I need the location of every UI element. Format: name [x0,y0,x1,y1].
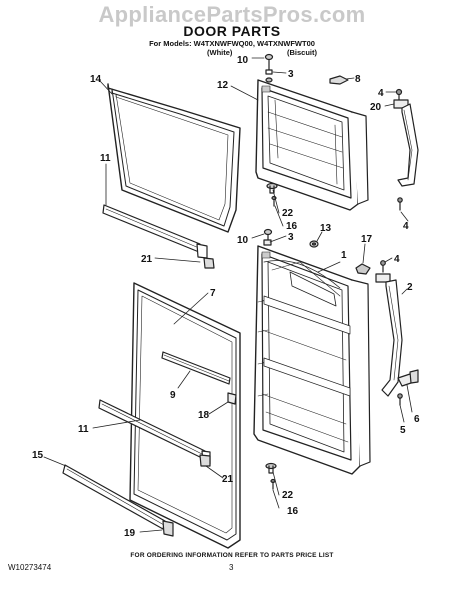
callout-22-top: 22 [282,208,294,219]
freezer-door-gasket [107,83,241,233]
callout-18: 18 [198,410,210,421]
bottom-door-rail [62,464,166,530]
hinge-screw-top [264,53,274,75]
callout-8: 8 [355,74,361,85]
end-cap-top [203,257,215,269]
rail-clip-18 [227,392,237,405]
door-stop [355,263,371,275]
door-rail-center [161,351,231,385]
page-number: 3 [229,563,234,572]
handle-bracket-fresh-top [375,273,391,283]
color-biscuit-label: (Biscuit) [287,48,317,57]
callout-13: 13 [320,223,332,234]
screw-handle-bottom [397,197,403,211]
leader-lines [43,57,413,533]
fresh-food-door-gasket [129,282,241,549]
end-cap-low [199,454,211,467]
callout-4-top: 4 [378,88,384,99]
callout-3-mid: 3 [288,232,294,243]
callout-10-mid: 10 [237,235,249,246]
freezer-shelf-rail [102,204,201,253]
callout-17: 17 [361,234,373,245]
callout-11-low: 11 [78,424,89,435]
callout-19: 19 [124,528,136,539]
callout-15: 15 [32,450,44,461]
screw-fresh-handle-bottom [397,393,403,406]
callout-20: 20 [370,102,382,113]
screw-fresh-bottom [270,478,276,490]
callout-1: 1 [341,250,347,261]
handle-badge [329,75,349,85]
callout-4-low: 4 [394,254,400,265]
freezer-rail-clip [196,243,208,259]
callout-11-top: 11 [100,153,111,164]
callout-2: 2 [407,282,413,293]
screw-handle-top [395,88,403,101]
freezer-handle [397,103,419,187]
callout-3-top: 3 [288,69,294,80]
screw-fresh-handle-top [380,260,386,273]
callout-5: 5 [400,425,406,436]
callout-12: 12 [217,80,229,91]
watermark: AppliancePartsPros.com [98,2,366,27]
fresh-food-shelf-rail [98,399,206,460]
callout-21-low: 21 [222,474,234,485]
callout-7: 7 [210,288,216,299]
model-numbers: For Models: W4TXNWFWQ00, W4TXNWFWT00 [149,39,315,48]
callout-9: 9 [170,390,176,401]
hinge-bushing-freezer-bottom [266,182,278,194]
callout-10-top: 10 [237,55,249,66]
callout-4-mid: 4 [403,221,409,232]
callout-16-top: 16 [286,221,298,232]
freezer-door-outer [255,79,369,211]
page-title: DOOR PARTS [183,23,281,39]
document-number: W10273474 [8,563,52,572]
fresh-food-handle [381,279,403,397]
handle-end-piece [409,369,419,384]
callout-16-low: 16 [287,506,299,517]
callout-14: 14 [90,74,102,85]
callout-21-top: 21 [141,254,153,265]
ordering-note: FOR ORDERING INFORMATION REFER TO PARTS … [130,552,334,559]
door-plug [309,240,319,248]
fresh-food-door-outer [253,245,371,475]
end-cap-bottom [162,520,174,537]
color-white-label: (White) [207,48,233,57]
hinge-bushing-mid [263,239,272,246]
hinge-bushing-fresh-bottom [265,462,277,474]
hinge-bushing-top [265,77,273,83]
callout-22-low: 22 [282,490,294,501]
callout-6: 6 [414,414,420,425]
